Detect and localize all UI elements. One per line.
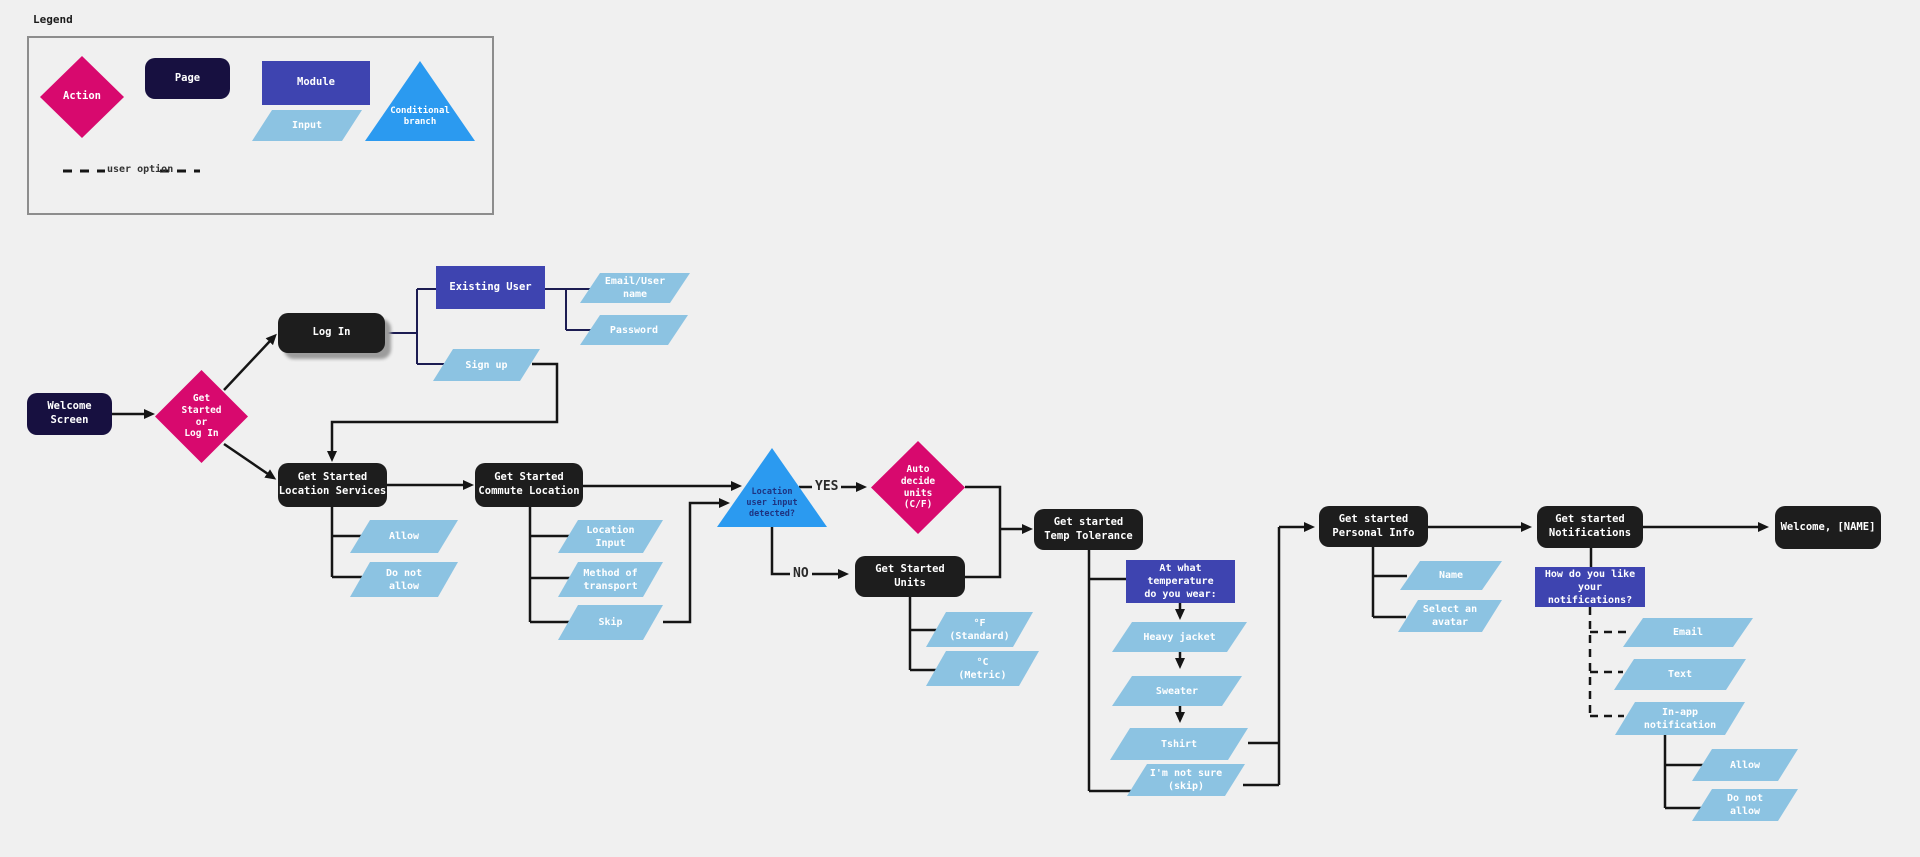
edge-label-no: NO [790,566,812,581]
node-existing-user[interactable]: Existing User [436,266,545,309]
node-heavy-jacket-input[interactable]: Heavy jacket [1112,622,1247,652]
legend-shape-input: Input [252,110,362,141]
node-log-in[interactable]: Log In [278,313,385,353]
navy-connectors [385,288,592,365]
node-email-option-input[interactable]: Email [1623,618,1753,647]
node-sign-up-input[interactable]: Sign up [433,349,540,381]
node-welcome-screen[interactable]: Welcome Screen [27,393,112,435]
node-allow-notifications-input[interactable]: Allow [1692,749,1798,781]
node-password-input[interactable]: Password [580,315,688,345]
node-welcome-name[interactable]: Welcome, [NAME] [1775,506,1881,549]
node-tshirt-input[interactable]: Tshirt [1110,728,1248,760]
node-dont-allow-notifications-input[interactable]: Do not allow [1692,789,1798,821]
node-sweater-input[interactable]: Sweater [1112,676,1242,706]
node-fahrenheit-input[interactable]: °F (Standard) [926,612,1033,647]
node-personal-info[interactable]: Get started Personal Info [1319,506,1428,547]
node-get-started-units[interactable]: Get Started Units [855,556,965,597]
node-email-username-input[interactable]: Email/User name [580,273,690,303]
arrow-connectors [112,333,1769,723]
node-temp-tolerance[interactable]: Get started Temp Tolerance [1034,509,1143,550]
node-location-services[interactable]: Get Started Location Services [278,463,387,507]
node-skip-commute-input[interactable]: Skip [558,605,663,640]
node-text-option-input[interactable]: Text [1614,659,1746,690]
node-notifications[interactable]: Get started Notifications [1537,506,1643,548]
node-allow-location-input[interactable]: Allow [350,520,458,553]
dashed-connectors [63,169,1630,718]
node-not-sure-skip-input[interactable]: I'm not sure (skip) [1127,764,1245,796]
node-commute-location[interactable]: Get Started Commute Location [475,463,583,507]
edge-label-yes: YES [812,479,842,494]
node-method-of-transport-input[interactable]: Method of transport [558,562,663,597]
node-select-avatar-input[interactable]: Select an avatar [1398,600,1502,632]
node-dont-allow-location-input[interactable]: Do not allow [350,562,458,597]
legend-shape-module: Module [262,61,370,105]
node-celsius-input[interactable]: °C (Metric) [926,651,1039,686]
legend-shape-page: Page [145,58,230,99]
node-inapp-notification-input[interactable]: In-app notification [1615,702,1745,735]
solid-connectors [330,485,1705,810]
node-location-input[interactable]: Location Input [558,520,663,553]
node-name-input[interactable]: Name [1400,561,1502,590]
legend-user-option-label: user option [107,164,174,175]
node-at-what-temperature-module[interactable]: At what temperature do you wear: [1126,560,1235,603]
legend-panel [27,36,494,215]
legend-title: Legend [33,13,73,26]
node-how-notifications-module[interactable]: How do you like your notifications? [1535,567,1645,607]
